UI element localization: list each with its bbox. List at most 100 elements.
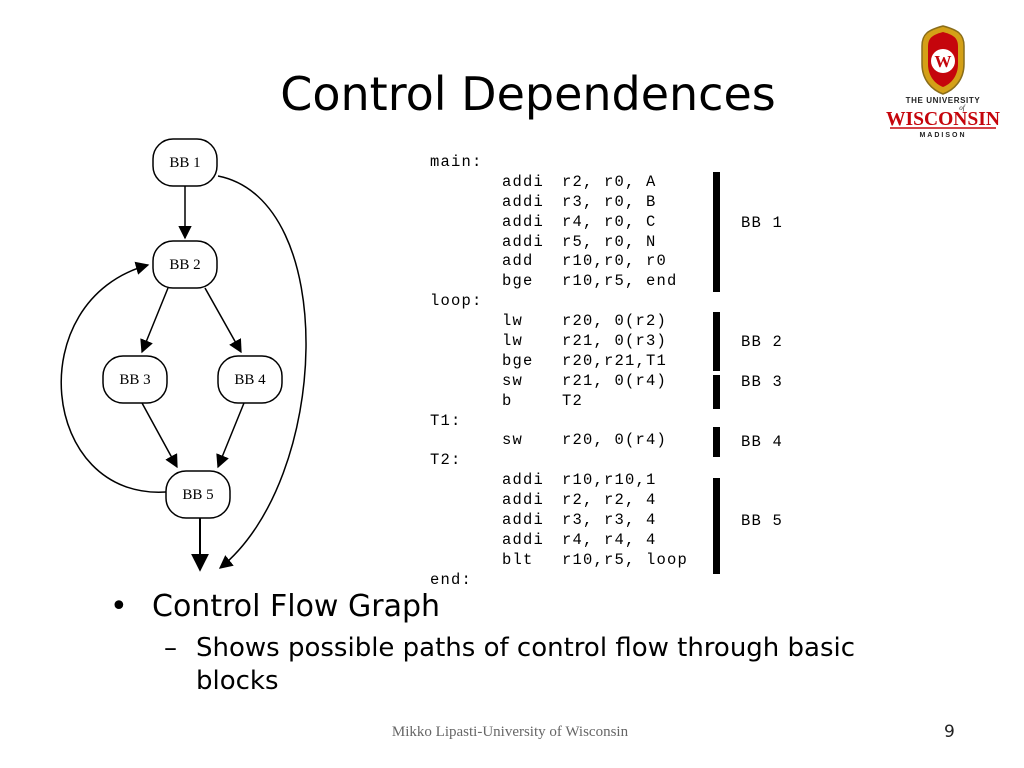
code-instruction-line: sw r21, 0(r4) <box>430 372 688 392</box>
block-bar-bb2 <box>713 312 720 371</box>
bullet-dash-icon: – <box>164 633 177 663</box>
code-label: loop: <box>430 292 483 311</box>
logo-line-3: WISCONSIN <box>886 108 1001 130</box>
code-operands: r20, 0(r4) <box>562 431 668 450</box>
code-opcode: bge <box>502 351 534 370</box>
university-logo: W THE UNIVERSITY of WISCONSIN MADISON <box>886 25 1001 139</box>
code-operands: r2, r2, 4 <box>562 491 657 510</box>
code-operands: r3, r3, 4 <box>562 511 657 530</box>
code-instruction-line: addi r3, r0, B <box>430 193 688 213</box>
bullet-level-1: • Control Flow Graph <box>110 588 930 626</box>
block-bar-bb5 <box>713 478 720 574</box>
code-label: T2: <box>430 451 462 470</box>
control-flow-graph: BB 1 BB 2 BB 3 BB 4 BB 5 <box>60 138 307 572</box>
code-opcode: addi <box>502 212 545 231</box>
block-label-bb1: BB 1 <box>741 214 784 232</box>
code-opcode: addi <box>502 511 545 530</box>
code-opcode: sw <box>502 371 524 390</box>
bullet-text-1: Control Flow Graph <box>152 589 441 624</box>
node-label-bb3: BB 3 <box>119 372 150 388</box>
block-label-bb3: BB 3 <box>741 373 784 391</box>
bullet-text-2: Shows possible paths of control flow thr… <box>196 633 856 696</box>
code-opcode: bge <box>502 272 534 291</box>
edge-bb2-bb4 <box>204 287 242 354</box>
code-operands: r10,r5, loop <box>562 550 689 569</box>
code-opcode: addi <box>502 192 545 211</box>
code-operands: r10,r0, r0 <box>562 252 668 271</box>
code-opcode: addi <box>502 172 545 191</box>
cfg-node-bb1: BB 1 <box>152 138 218 187</box>
code-operands: r10,r5, end <box>562 272 678 291</box>
code-operands: r10,r10,1 <box>562 471 657 490</box>
code-opcode: b <box>502 391 513 410</box>
code-instruction-line: sw r20, 0(r4) <box>430 431 688 451</box>
code-opcode: addi <box>502 232 545 251</box>
code-operands: r3, r0, B <box>562 192 657 211</box>
code-opcode: sw <box>502 431 524 450</box>
code-opcode: lw <box>502 312 524 331</box>
code-opcode: blt <box>502 550 534 569</box>
code-instruction-line: blt r10,r5, loop <box>430 551 688 571</box>
page-number: 9 <box>944 722 955 742</box>
code-label: end: <box>430 570 473 589</box>
code-label: main: <box>430 153 483 171</box>
cfg-node-bb3: BB 3 <box>102 355 168 404</box>
code-operands: r5, r0, N <box>562 232 657 251</box>
block-label-bb2: BB 2 <box>741 333 784 351</box>
block-label-bb4: BB 4 <box>741 433 784 451</box>
code-label-line: T1: <box>430 412 688 432</box>
logo-line-4: MADISON <box>919 132 966 139</box>
edge-bb2-bb3 <box>140 287 169 354</box>
code-instruction-line: lw r20, 0(r2) <box>430 312 688 332</box>
code-instruction-line: addi r10,r10,1 <box>430 471 688 491</box>
code-label-line: loop: <box>430 292 688 312</box>
crest-icon: W <box>921 25 965 95</box>
code-label-line: end: <box>430 571 688 591</box>
code-opcode: lw <box>502 332 524 351</box>
code-label: T1: <box>430 411 462 430</box>
block-label-bb5: BB 5 <box>741 512 784 530</box>
code-operands: r21, 0(r4) <box>562 371 668 390</box>
slide-footer: Mikko Lipasti-University of Wisconsin <box>391 724 629 740</box>
logo-line-1: THE UNIVERSITY <box>906 96 981 105</box>
crest-letter: W <box>935 52 952 71</box>
code-operands: r4, r4, 4 <box>562 530 657 549</box>
code-operands: r21, 0(r3) <box>562 332 668 351</box>
node-label-bb1: BB 1 <box>169 155 200 171</box>
edge-bb3-bb5 <box>141 402 178 469</box>
slide-title: Control Dependences <box>280 67 776 121</box>
code-label-line: T2: <box>430 451 688 471</box>
edge-bb5-bb2-loop <box>60 261 167 493</box>
edge-bb1-end <box>217 175 307 569</box>
bullet-list: • Control Flow Graph – Shows possible pa… <box>110 588 930 698</box>
edge-bb4-bb5 <box>216 402 245 469</box>
cfg-node-bb4: BB 4 <box>217 355 283 404</box>
block-bar-bb4 <box>713 427 720 457</box>
node-label-bb4: BB 4 <box>234 372 266 388</box>
code-label-line: main: <box>430 153 688 173</box>
code-instruction-line: bge r10,r5, end <box>430 272 688 292</box>
code-instruction-line: b T2 <box>430 392 688 412</box>
code-instruction-line: add r10,r0, r0 <box>430 252 688 272</box>
block-bar-bb3 <box>713 375 720 409</box>
code-instruction-line: addi r3, r3, 4 <box>430 511 688 531</box>
logo-line-2: of <box>959 104 966 112</box>
node-label-bb2: BB 2 <box>169 257 200 273</box>
code-instruction-line: addi r5, r0, N <box>430 233 688 253</box>
code-opcode: addi <box>502 530 545 549</box>
code-opcode: addi <box>502 471 545 490</box>
block-bar-bb1 <box>713 172 720 292</box>
code-operands: r4, r0, C <box>562 212 657 231</box>
code-instruction-line: lw r21, 0(r3) <box>430 332 688 352</box>
code-operands: T2 <box>562 391 584 410</box>
node-label-bb5: BB 5 <box>182 487 213 503</box>
cfg-node-bb5: BB 5 <box>165 470 231 519</box>
code-instruction-line: addi r4, r0, C <box>430 213 688 233</box>
code-operands: r20, 0(r2) <box>562 312 668 331</box>
code-opcode: add <box>502 252 534 271</box>
code-instruction-line: addi r4, r4, 4 <box>430 531 688 551</box>
